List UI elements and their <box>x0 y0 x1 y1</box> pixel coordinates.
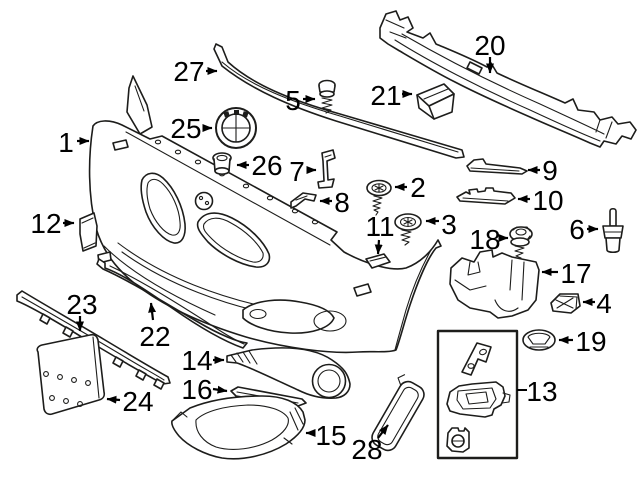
part-5-screw-drawing <box>318 79 336 114</box>
part-7-bracket-drawing <box>317 149 336 189</box>
callout-15[interactable]: 15 <box>305 420 347 451</box>
callout-17-label: 17 <box>560 258 591 289</box>
part-26-grommet-drawing <box>212 152 232 176</box>
callout-20[interactable]: 20 <box>474 30 506 74</box>
part-6-rivet-drawing <box>602 207 624 254</box>
callout-14[interactable]: 14 <box>181 345 225 376</box>
callout-27-label: 27 <box>173 56 204 87</box>
part-14-fog-lamp-trim-drawing <box>226 347 351 399</box>
callout-1[interactable]: 1 <box>58 127 90 158</box>
callout-10[interactable]: 10 <box>517 185 564 216</box>
part-19-grommet-drawing <box>522 329 556 351</box>
callout-20-label: 20 <box>474 30 505 61</box>
callout-3-label: 3 <box>441 209 457 240</box>
callout-11[interactable]: 11 <box>365 211 395 255</box>
callout-17[interactable]: 17 <box>541 258 592 289</box>
callout-9-label: 9 <box>542 155 558 186</box>
callout-11-label: 11 <box>365 211 394 242</box>
callout-21-label: 21 <box>370 80 401 111</box>
callout-25-label: 25 <box>170 113 201 144</box>
part-24-license-bracket-drawing <box>36 333 106 416</box>
callout-19-label: 19 <box>575 326 606 357</box>
callout-2[interactable]: 2 <box>394 172 426 203</box>
callout-3[interactable]: 3 <box>425 209 457 240</box>
callout-25[interactable]: 25 <box>170 113 213 144</box>
part-27-upper-trim-strip-drawing <box>213 43 465 159</box>
callout-19[interactable]: 19 <box>558 326 607 357</box>
callout-2-label: 2 <box>410 172 426 203</box>
callout-14-label: 14 <box>181 345 212 376</box>
callout-9[interactable]: 9 <box>527 155 558 186</box>
callout-26-label: 26 <box>251 150 282 181</box>
callout-4-label: 4 <box>596 288 612 319</box>
callout-26[interactable]: 26 <box>236 150 283 181</box>
callout-22[interactable]: 22 <box>139 302 171 352</box>
callout-7-label: 7 <box>289 156 305 187</box>
callout-12[interactable]: 12 <box>30 208 75 239</box>
callout-16[interactable]: 16 <box>181 374 228 405</box>
part-22-lower-strip-drawing <box>96 258 248 349</box>
part-25-bmw-emblem-drawing <box>215 107 257 149</box>
callout-8-label: 8 <box>334 187 350 218</box>
part-17-side-bracket-drawing <box>449 249 540 319</box>
callout-12-label: 12 <box>30 208 61 239</box>
part-15-grille-insert-drawing <box>171 395 306 460</box>
part-9-seal-strip-drawing <box>466 158 528 175</box>
part-8-clip-drawing <box>290 192 317 209</box>
callout-24-label: 24 <box>122 386 153 417</box>
callout-7[interactable]: 7 <box>289 156 317 187</box>
callout-22-label: 22 <box>139 321 170 352</box>
callout-8[interactable]: 8 <box>319 187 350 218</box>
callout-18[interactable]: 18 <box>469 224 509 255</box>
part-13-kit-box-drawing <box>436 329 519 460</box>
callout-16-label: 16 <box>181 374 212 405</box>
callout-18-label: 18 <box>469 224 500 255</box>
callout-5[interactable]: 5 <box>285 85 316 116</box>
callout-4[interactable]: 4 <box>582 288 612 319</box>
callout-10-label: 10 <box>532 185 563 216</box>
callout-6[interactable]: 6 <box>569 214 599 245</box>
part-4-clip-drawing <box>550 293 581 314</box>
part-11-flap-drawing <box>365 253 391 269</box>
callout-6-label: 6 <box>569 214 585 245</box>
callout-5-label: 5 <box>285 85 301 116</box>
part-18-screw-drawing <box>509 226 533 259</box>
part-20-upper-support-bar-drawing <box>379 10 637 148</box>
part-10-guide-strip-drawing <box>456 187 516 205</box>
callout-28[interactable]: 28 <box>351 424 389 465</box>
part-1-bumper-cover-drawing <box>88 75 442 354</box>
callout-24[interactable]: 24 <box>106 386 154 417</box>
callout-27[interactable]: 27 <box>173 56 218 87</box>
callout-28-label: 28 <box>351 434 382 465</box>
callout-23[interactable]: 23 <box>66 289 98 332</box>
callout-21[interactable]: 21 <box>370 80 413 111</box>
part-12-tow-hook-cover-drawing <box>79 212 98 252</box>
part-21-bracket-drawing <box>416 83 455 120</box>
part-2-screw-drawing <box>366 179 392 216</box>
callout-23-label: 23 <box>66 289 97 320</box>
callout-15-label: 15 <box>315 420 346 451</box>
callout-13-label: 13 <box>526 376 557 407</box>
callout-1-label: 1 <box>58 127 74 158</box>
callout-13[interactable]: 13 <box>517 376 558 407</box>
part-3-screw-drawing <box>394 213 422 246</box>
